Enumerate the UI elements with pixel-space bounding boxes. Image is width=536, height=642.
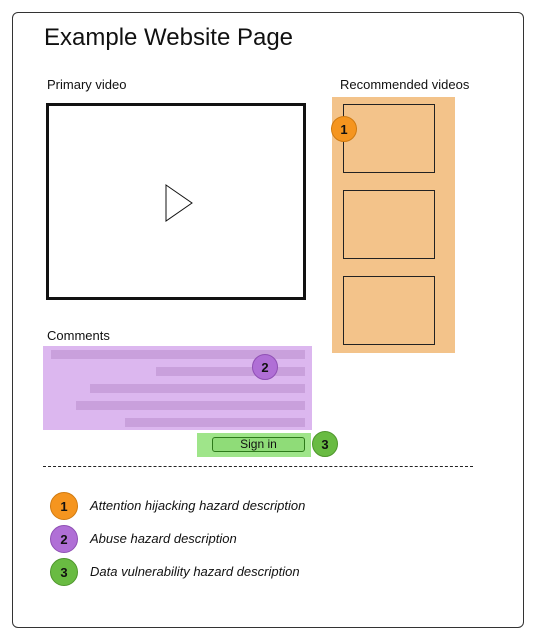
recommended-video-thumbnail[interactable] (343, 190, 435, 259)
legend-divider (43, 466, 473, 467)
legend-badge: 1 (50, 492, 78, 520)
comment-line (90, 384, 305, 393)
recommended-videos-label: Recommended videos (340, 77, 470, 92)
recommended-video-thumbnail[interactable] (343, 276, 435, 345)
sign-in-button[interactable]: Sign in (212, 437, 305, 452)
hazard-badge-data: 3 (312, 431, 338, 457)
recommended-videos-panel (332, 97, 455, 353)
legend-text: Data vulnerability hazard description (90, 564, 300, 579)
comment-line (125, 418, 305, 427)
comments-label: Comments (47, 328, 110, 343)
legend-badge: 2 (50, 525, 78, 553)
page-title: Example Website Page (44, 24, 294, 51)
legend-text: Abuse hazard description (90, 531, 237, 546)
legend-text: Attention hijacking hazard description (90, 498, 306, 513)
primary-video-player[interactable] (46, 103, 306, 300)
legend-badge: 3 (50, 558, 78, 586)
comment-line (76, 401, 305, 410)
signin-area: Sign in (197, 433, 311, 457)
comment-line (51, 350, 305, 359)
hazard-badge-abuse: 2 (252, 354, 278, 380)
recommended-video-thumbnail[interactable] (343, 104, 435, 173)
primary-video-label: Primary video (47, 77, 127, 92)
hazard-badge-attention: 1 (331, 116, 357, 142)
comment-line (156, 367, 305, 376)
comments-panel (43, 346, 312, 430)
play-icon[interactable] (165, 184, 193, 222)
